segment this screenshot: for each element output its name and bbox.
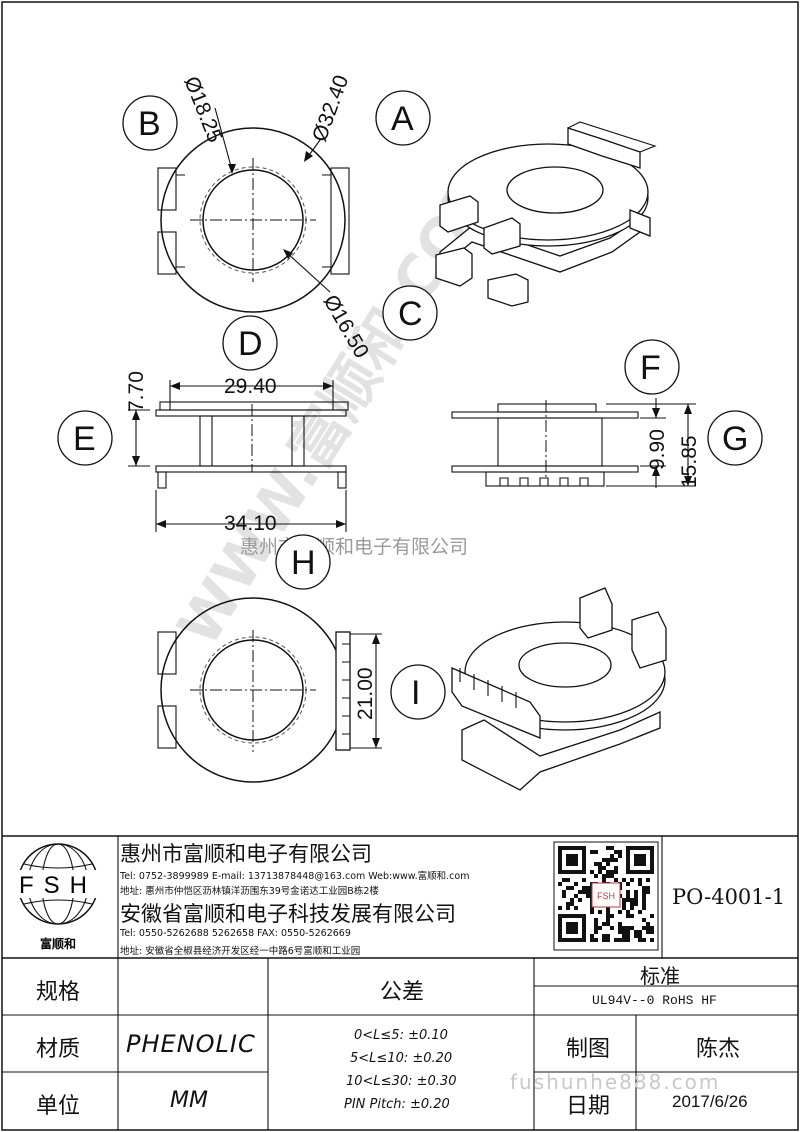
- dim-inner-diameter: Ø18.25: [179, 73, 226, 145]
- part-number: PO-4001-1: [672, 885, 786, 909]
- company-watermark: 惠州市富顺和电子有限公司: [240, 536, 468, 558]
- front-view: [128, 380, 349, 532]
- isometric-view-top: [435, 121, 657, 307]
- logo-caption: 富顺和: [40, 936, 76, 951]
- dim-window-height: 9.90: [646, 429, 669, 470]
- date-label: 日期: [566, 1094, 611, 1119]
- drawn-label: 制图: [566, 1037, 611, 1062]
- view-label-h: H: [275, 534, 331, 590]
- dim-total-height: 15.85: [678, 435, 701, 488]
- svg-text:FSH: FSH: [19, 872, 97, 899]
- view-label-b: B: [122, 95, 178, 151]
- dim-flange-height: 7.70: [125, 371, 148, 412]
- company2-name: 安徽省富顺和电子科技发展有限公司: [120, 902, 456, 926]
- standard-value: UL94V--0 RoHS HF: [592, 993, 717, 1008]
- company2-address: 地址: 安徽省全椒县经济开发区经一中路6号富顺和工业园: [120, 946, 361, 957]
- material-label: 材质: [36, 1037, 81, 1062]
- material-value: PHENOLIC: [126, 1030, 256, 1058]
- view-label-a: A: [375, 90, 431, 146]
- svg-text:B: B: [138, 105, 161, 143]
- dim-outer-diameter: Ø32.40: [308, 72, 353, 145]
- svg-text:H: H: [291, 544, 316, 582]
- view-label-c: C: [382, 285, 438, 341]
- url-watermark: fushunhe888.com: [510, 1070, 721, 1094]
- tolerance-line-1: 0<L≤5: ±0.10: [354, 1028, 448, 1043]
- standard-label: 标准: [640, 964, 680, 988]
- company1-name: 惠州市富顺和电子有限公司: [120, 842, 372, 866]
- date-value: 2017/6/26: [672, 1092, 748, 1111]
- svg-text:I: I: [411, 674, 420, 712]
- view-label-f: F: [624, 339, 680, 395]
- view-label-g: G: [707, 410, 763, 466]
- svg-text:G: G: [722, 420, 748, 458]
- drawn-value: 陈杰: [696, 1037, 741, 1062]
- spec-label: 规格: [36, 980, 81, 1005]
- dim-flange-width: 29.40: [224, 375, 277, 398]
- svg-text:E: E: [73, 420, 96, 458]
- side-view: [451, 398, 696, 488]
- tolerance-line-2: 5<L≤10: ±0.20: [350, 1051, 453, 1066]
- company1-address: 地址: 惠州市仲恺区沥林镇洋沥围东39号金诺达工业园B栋2楼: [120, 886, 379, 897]
- view-label-i: I: [390, 664, 446, 720]
- unit-value: MM: [170, 1088, 208, 1113]
- fsh-logo: FSH: [14, 843, 102, 925]
- svg-text:A: A: [391, 100, 414, 138]
- company1-contact: Tel: 0752-3899989 E-mail: 13713878448@16…: [120, 871, 470, 882]
- company2-contact: Tel: 0550-5262688 5262658 FAX: 0550-5262…: [120, 928, 351, 939]
- svg-text:F: F: [640, 349, 661, 387]
- unit-label: 单位: [36, 1094, 81, 1119]
- view-label-e: E: [57, 410, 113, 466]
- qr-code: FSH: [553, 841, 659, 951]
- svg-text:D: D: [238, 325, 263, 363]
- dim-total-width: 34.10: [224, 512, 277, 535]
- svg-text:C: C: [398, 295, 423, 333]
- bottom-view: [157, 597, 382, 783]
- isometric-view-bottom: [451, 587, 667, 791]
- tolerance-line-3: 10<L≤30: ±0.30: [346, 1074, 457, 1089]
- svg-text:FSH: FSH: [597, 891, 615, 901]
- tolerance-label: 公差: [380, 980, 425, 1005]
- tolerance-line-4: PIN Pitch: ±0.20: [344, 1097, 450, 1112]
- dim-pin-span: 21.00: [354, 667, 377, 720]
- view-label-d: D: [222, 315, 278, 371]
- top-view: [157, 107, 350, 313]
- title-block-grid: [2, 835, 798, 1130]
